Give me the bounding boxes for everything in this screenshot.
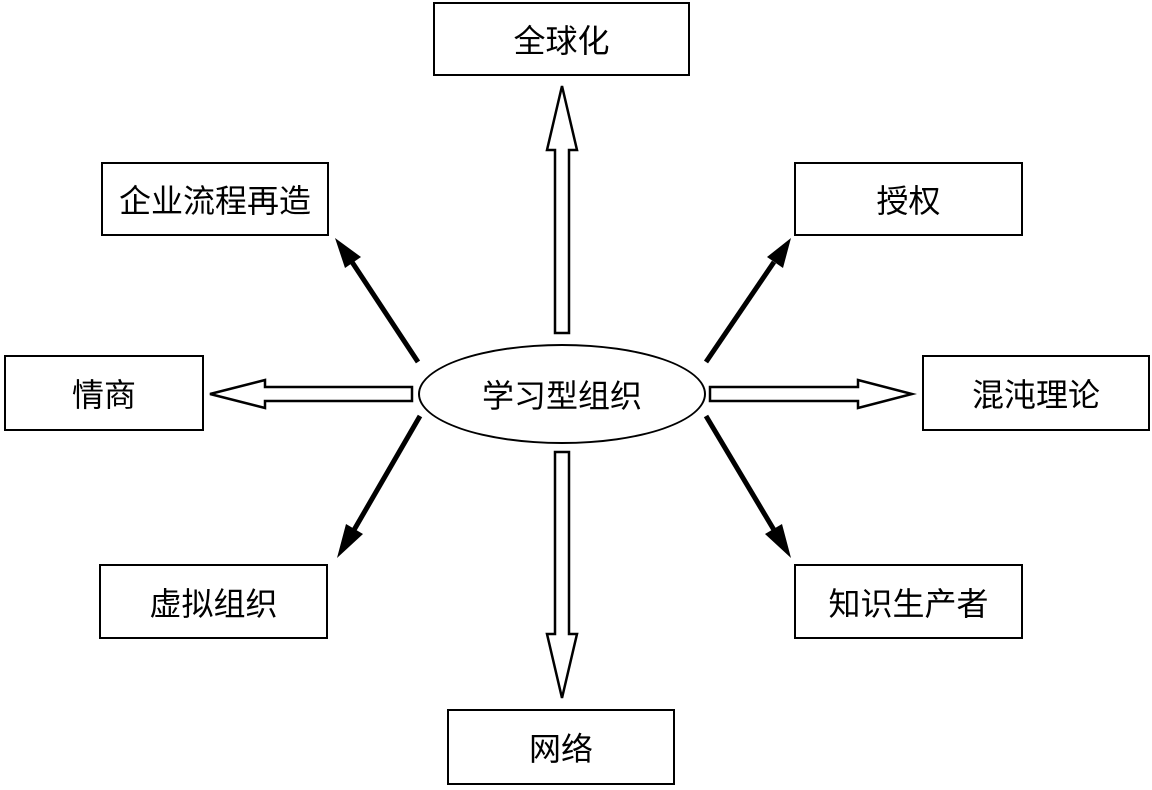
node-eq: 情商 (4, 355, 204, 431)
node-label: 混沌理论 (971, 376, 1100, 414)
arrowhead-empowerment (767, 238, 791, 268)
arrowhead-knowledge-producer (765, 524, 791, 558)
node-label: 网络 (528, 730, 593, 768)
arrow-to-globalization (545, 85, 579, 335)
node-label: 企业流程再造 (118, 182, 311, 220)
arrow-to-virtual-org (351, 414, 423, 532)
arrowhead-bpr (335, 238, 361, 268)
node-bpr: 企业流程再造 (101, 162, 329, 236)
node-label: 知识生产者 (828, 584, 989, 623)
arrow-to-chaos-theory (708, 378, 917, 410)
node-label: 情商 (71, 376, 136, 414)
node-globalization: 全球化 (433, 2, 690, 76)
center-label: 学习型组织 (481, 377, 642, 415)
node-network: 网络 (447, 709, 675, 785)
node-empowerment: 授权 (794, 162, 1023, 236)
arrow-to-empowerment (703, 260, 777, 364)
arrowhead-virtual-org (337, 524, 363, 558)
arrow-to-eq (209, 378, 414, 410)
arrow-to-knowledge-producer (703, 414, 777, 532)
node-knowledge-producer: 知识生产者 (794, 564, 1023, 639)
node-label: 全球化 (513, 22, 610, 60)
arrow-to-network (545, 450, 579, 699)
center-node: 学习型组织 (418, 344, 706, 444)
node-virtual-org: 虚拟组织 (99, 564, 328, 639)
node-label: 授权 (876, 182, 941, 220)
arrow-to-bpr (349, 260, 421, 364)
node-chaos-theory: 混沌理论 (922, 355, 1150, 431)
node-label: 虚拟组织 (149, 584, 278, 623)
